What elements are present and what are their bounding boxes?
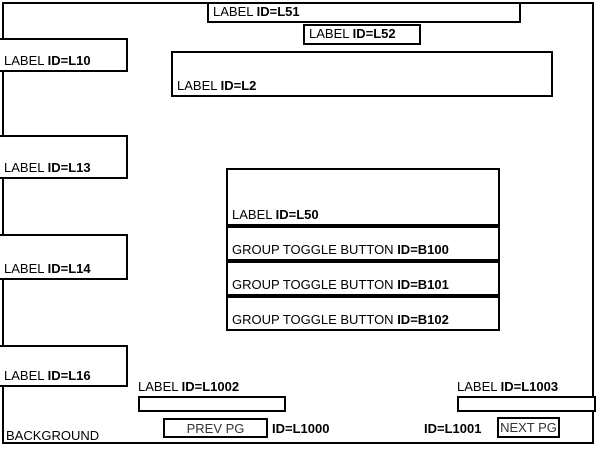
- label-l52-text: LABEL ID=L52: [309, 26, 396, 41]
- text-field-l1002[interactable]: [138, 396, 286, 412]
- group-label-l50-text: LABEL ID=L50: [232, 207, 319, 222]
- group-label-box-l50: LABEL ID=L50: [226, 168, 500, 226]
- group-toggle-button-b100[interactable]: GROUP TOGGLE BUTTON ID=B100: [226, 226, 500, 261]
- group-toggle-button-b101[interactable]: GROUP TOGGLE BUTTON ID=B101: [226, 261, 500, 296]
- field-label-l1002: LABEL ID=L1002: [138, 379, 240, 394]
- label-box-l10: LABEL ID=L10: [0, 38, 128, 72]
- field-label-l1003: LABEL ID=L1003: [457, 379, 559, 394]
- label-l2-text: LABEL ID=L2: [177, 78, 257, 93]
- next-page-button-id: ID=L1001: [424, 421, 482, 436]
- background-label-l1: BACKGROUND LABEL ID=L1: [6, 412, 99, 450]
- group-toggle-b100-text: GROUP TOGGLE BUTTON ID=B100: [232, 242, 449, 257]
- label-box-l2: LABEL ID=L2: [171, 51, 553, 97]
- prev-page-button[interactable]: PREV PG: [163, 418, 268, 438]
- group-toggle-button-b102[interactable]: GROUP TOGGLE BUTTON ID=B102: [226, 296, 500, 331]
- label-l51-text: LABEL ID=L51: [213, 4, 300, 19]
- next-page-button[interactable]: NEXT PG: [497, 417, 560, 438]
- text-field-l1003[interactable]: [457, 396, 596, 412]
- label-box-l14: LABEL ID=L14: [0, 234, 128, 280]
- prev-page-button-label: PREV PG: [186, 420, 245, 436]
- label-box-l52: LABEL ID=L52: [303, 24, 421, 45]
- label-box-l51: LABEL ID=L51: [207, 2, 521, 23]
- next-page-button-label: NEXT PG: [500, 420, 557, 435]
- label-box-l13: LABEL ID=L13: [0, 135, 128, 179]
- label-l14-text: LABEL ID=L14: [4, 261, 91, 276]
- group-toggle-b101-text: GROUP TOGGLE BUTTON ID=B101: [232, 277, 449, 292]
- label-l13-text: LABEL ID=L13: [4, 160, 91, 175]
- label-l10-text: LABEL ID=L10: [4, 53, 91, 68]
- group-toggle-b102-text: GROUP TOGGLE BUTTON ID=B102: [232, 312, 449, 327]
- prev-page-button-id: ID=L1000: [272, 421, 330, 436]
- label-box-l16: LABEL ID=L16: [0, 345, 128, 387]
- label-l16-text: LABEL ID=L16: [4, 368, 91, 383]
- background-label-line1: BACKGROUND: [6, 428, 100, 443]
